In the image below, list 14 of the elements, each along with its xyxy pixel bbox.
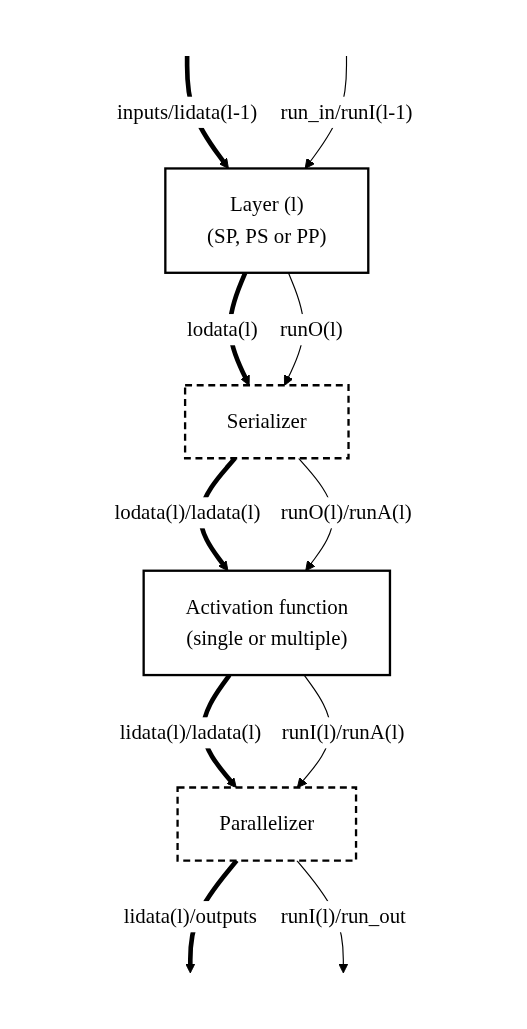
edge-label: lidata(l)/outputs (123, 904, 257, 928)
edge-label: runO(l) (280, 317, 343, 341)
edge-label: inputs/lidata(l-1) (117, 100, 258, 124)
edge-label: run_in/runI(l-1) (280, 100, 413, 124)
edge-label: runI(l)/run_out (280, 904, 406, 928)
node-box: Layer (l) (SP, PS or PP) (164, 167, 370, 274)
edge-label: lodata(l) (186, 317, 258, 341)
node-box: Serializer (183, 384, 350, 460)
edge-label: lodata(l)/ladata(l) (114, 500, 261, 524)
edge-label: lidata(l)/ladata(l) (119, 720, 262, 744)
node-box: Activation function (single or multiple) (142, 569, 392, 677)
node-box: Parallelizer (176, 786, 358, 862)
edge-label: runI(l)/runA(l) (281, 720, 405, 744)
edge-label: runO(l)/runA(l) (280, 500, 412, 524)
